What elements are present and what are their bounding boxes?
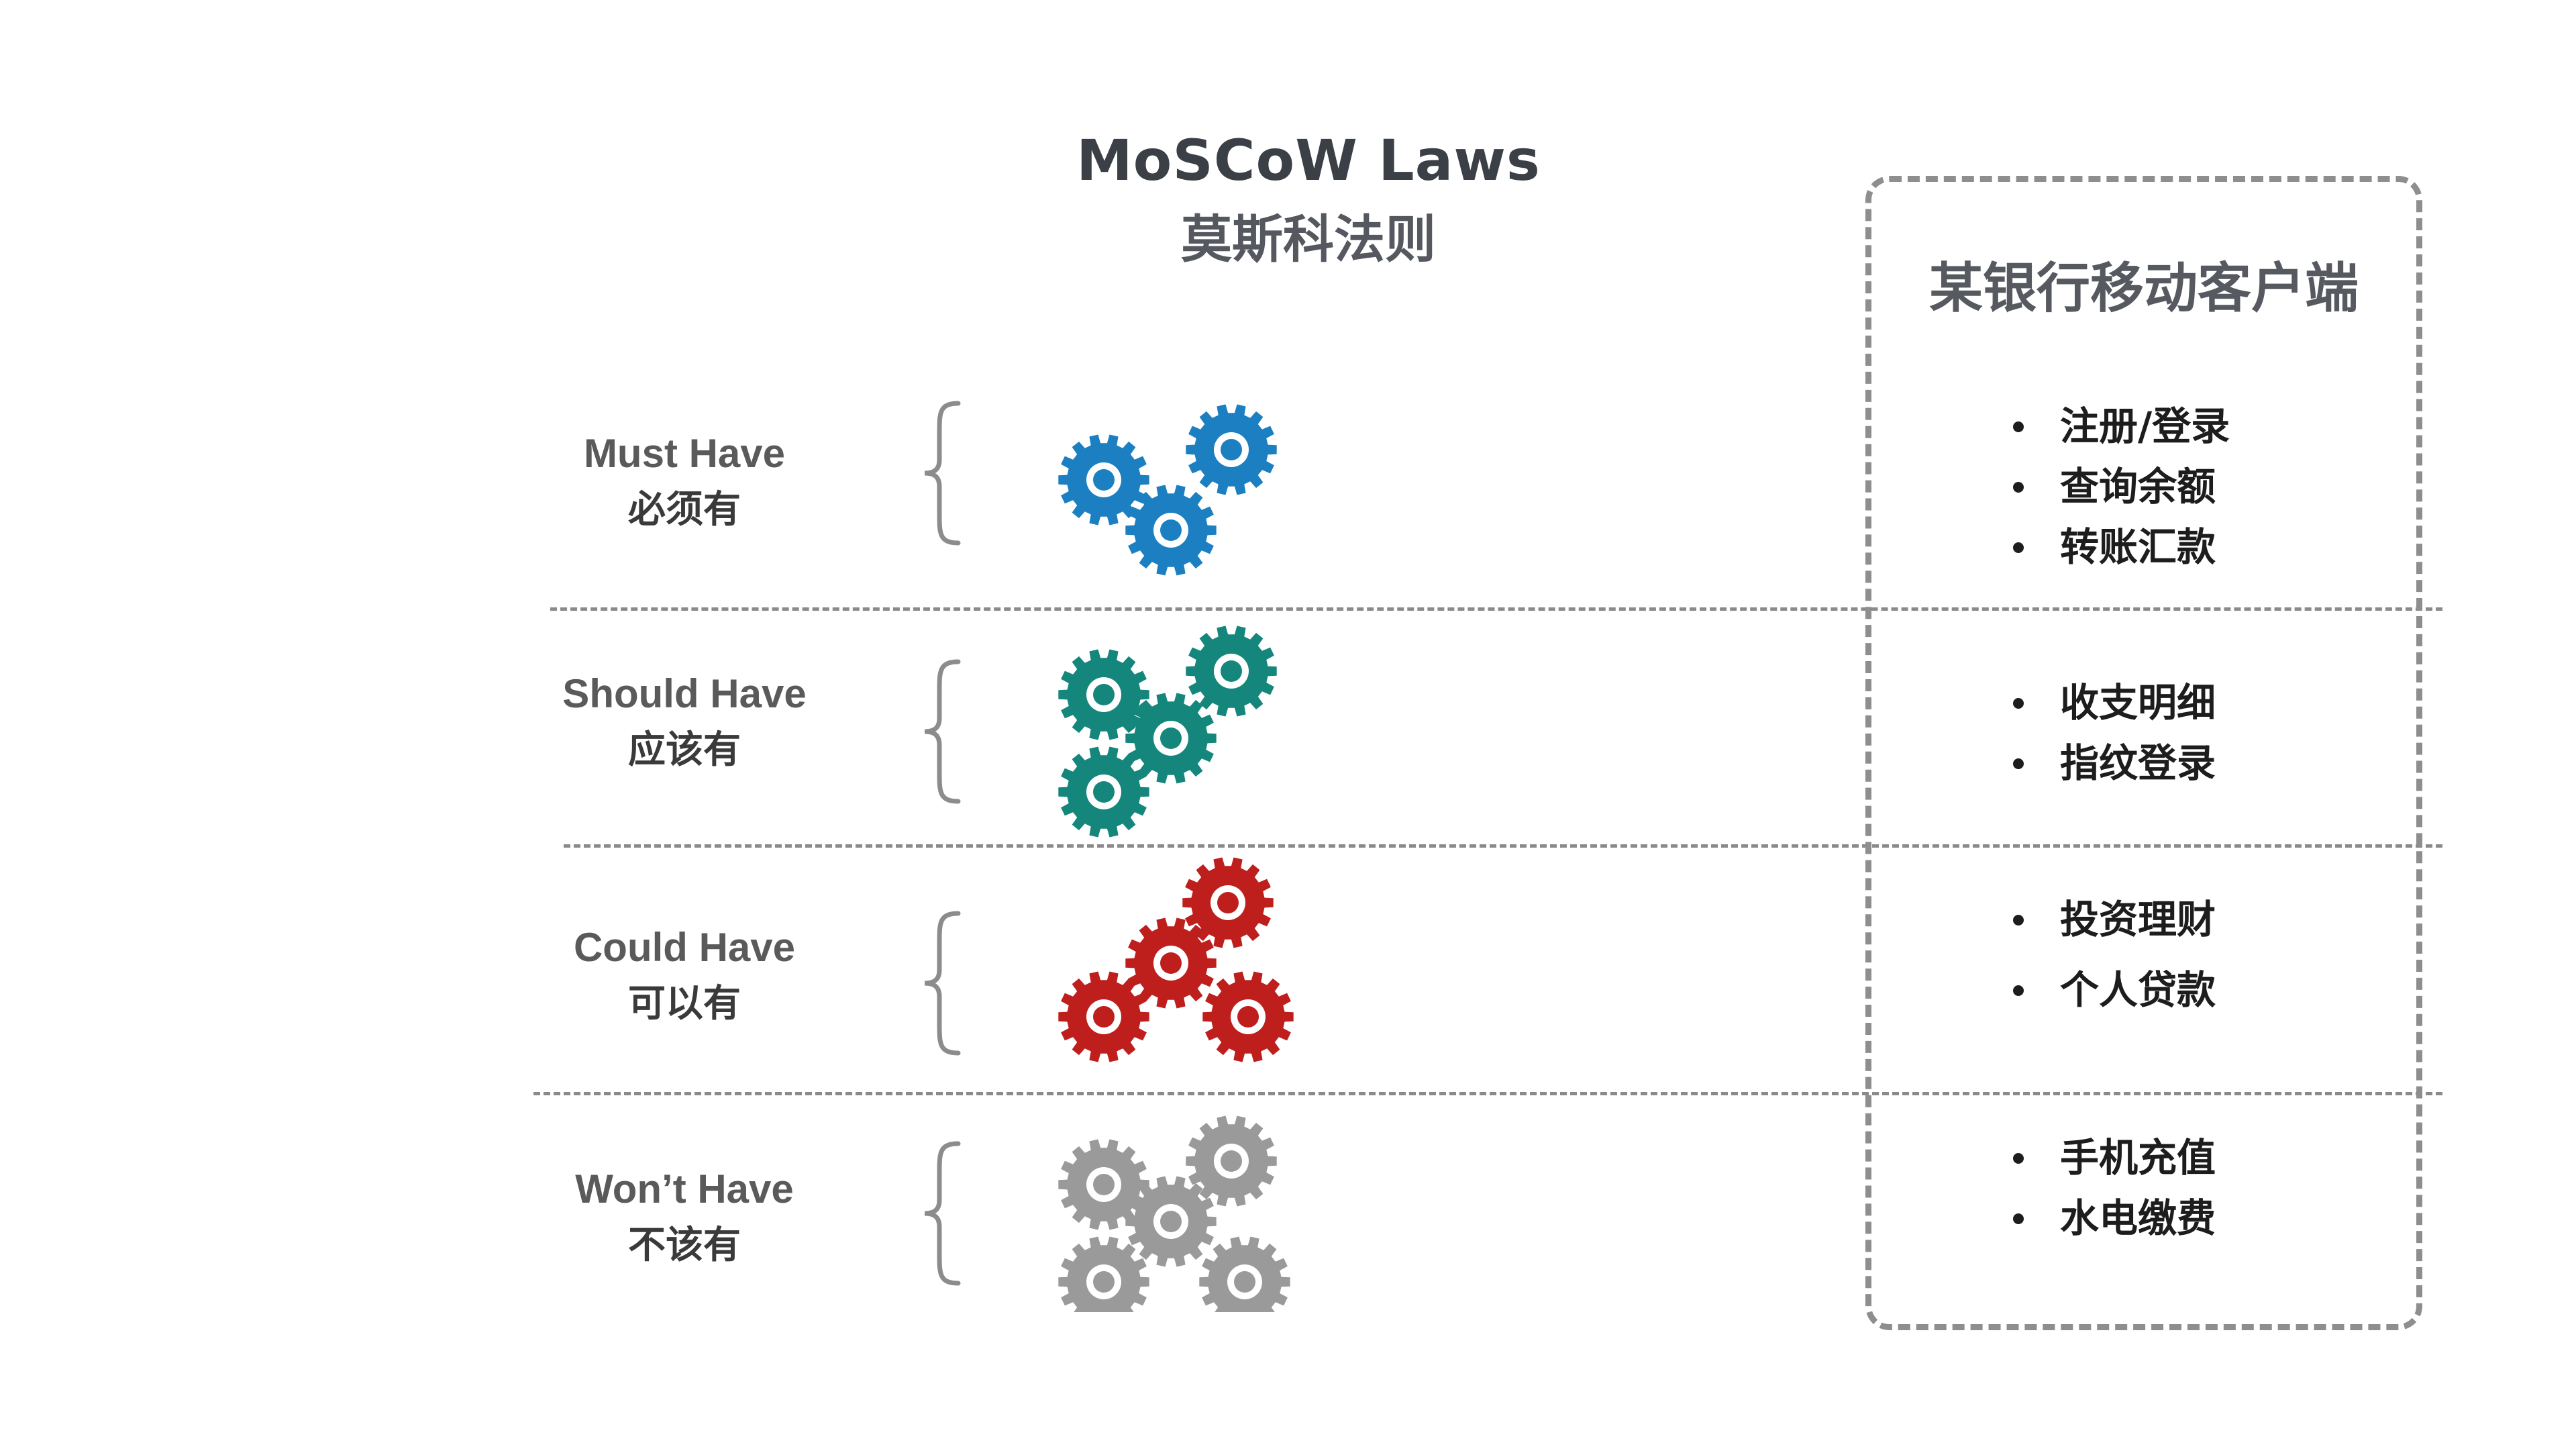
row-label-must-en: Must Have [583, 431, 786, 476]
bullet-icon [2013, 542, 2024, 553]
diagram-title-zh: 莫斯科法则 [1181, 209, 1436, 269]
bullet-icon [2013, 915, 2024, 926]
bullet-icon [2013, 985, 2024, 996]
row-label-must: Must Have 必须有 [510, 424, 859, 537]
bullet-icon [2013, 758, 2024, 769]
feature-list-wont: 手机充值水电缴费 [2013, 1128, 2216, 1248]
gear-icon [1058, 649, 1149, 740]
row-label-wont: Won’t Have 不该有 [510, 1160, 859, 1272]
feature-item: 转账汇款 [2013, 517, 2230, 577]
row-label-could-zh: 可以有 [628, 982, 741, 1026]
client-box [1865, 176, 2422, 1330]
row-label-wont-en: Won’t Have [575, 1166, 794, 1211]
row-label-wont-zh: 不该有 [628, 1223, 741, 1267]
gear-cluster-could [1058, 857, 1294, 1062]
gear-icon [1186, 1115, 1277, 1207]
feature-item-label: 查询余额 [2060, 464, 2216, 509]
row-label-should: Should Have 应该有 [510, 664, 859, 777]
feature-item: 收支明细 [2013, 672, 2216, 733]
feature-item-label: 个人贷款 [2060, 967, 2216, 1013]
feature-item-label: 注册/登录 [2060, 403, 2230, 449]
row-separator [533, 1092, 2442, 1095]
feature-list-should: 收支明细指纹登录 [2013, 672, 2216, 793]
feature-item-label: 投资理财 [2060, 897, 2216, 942]
feature-list-could: 投资理财个人贷款 [2013, 889, 2216, 1020]
feature-item: 查询余额 [2013, 456, 2230, 517]
row-separator [550, 607, 2442, 611]
row-separator [564, 844, 2442, 848]
gear-cluster-must [1058, 404, 1277, 576]
bullet-icon [2013, 1213, 2024, 1224]
gear-icon [1058, 746, 1149, 838]
gear-icon [1202, 971, 1294, 1062]
gear-icon [1186, 404, 1277, 495]
row-label-must-zh: 必须有 [628, 488, 741, 532]
gear-icon [1058, 434, 1149, 526]
bullet-icon [2013, 421, 2024, 432]
feature-item: 投资理财 [2013, 889, 2216, 950]
row-label-should-en: Should Have [562, 671, 807, 716]
feature-item-label: 转账汇款 [2060, 524, 2216, 570]
gear-icon [1199, 1236, 1290, 1312]
feature-item: 水电缴费 [2013, 1188, 2216, 1248]
gear-icon [1125, 485, 1217, 576]
client-title: 某银行移动客户端 [1929, 257, 2359, 319]
diagram-title-en: MoSCoW Laws [1076, 128, 1541, 193]
gear-icon [1058, 971, 1149, 1062]
gear-cluster-wont [1058, 1115, 1290, 1312]
gear-icon [1182, 857, 1274, 948]
bullet-icon [2013, 1153, 2024, 1164]
gear-icon [1058, 1139, 1149, 1230]
feature-item: 个人贷款 [2013, 960, 2216, 1020]
gear-cluster-should [1058, 626, 1277, 838]
curly-brace-icon [924, 401, 961, 546]
feature-item: 手机充值 [2013, 1128, 2216, 1188]
feature-item: 注册/登录 [2013, 396, 2230, 456]
row-label-should-zh: 应该有 [628, 728, 741, 772]
gear-icon [1125, 693, 1217, 784]
gear-icon [1058, 1236, 1149, 1312]
curly-brace-icon [924, 911, 961, 1056]
bullet-icon [2013, 482, 2024, 493]
gear-icon [1125, 917, 1217, 1009]
feature-item-label: 指纹登录 [2060, 740, 2216, 786]
gear-icon [1186, 626, 1277, 717]
feature-list-must: 注册/登录查询余额转账汇款 [2013, 396, 2230, 577]
row-label-could-en: Could Have [573, 925, 796, 970]
feature-item-label: 收支明细 [2060, 680, 2216, 726]
feature-item-label: 水电缴费 [2060, 1195, 2216, 1241]
curly-brace-icon [924, 659, 961, 804]
gear-icon [1125, 1176, 1217, 1267]
curly-brace-icon [924, 1141, 961, 1286]
bullet-icon [2013, 698, 2024, 709]
feature-item: 指纹登录 [2013, 733, 2216, 793]
row-label-could: Could Have 可以有 [510, 918, 859, 1031]
feature-item-label: 手机充值 [2060, 1135, 2216, 1181]
